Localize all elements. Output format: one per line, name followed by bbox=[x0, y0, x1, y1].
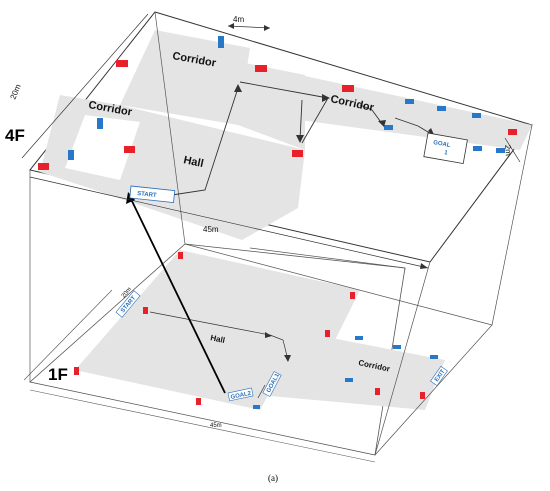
marker-blue bbox=[405, 99, 414, 104]
floor-label-1f: 1F bbox=[48, 365, 68, 384]
marker-blue bbox=[384, 125, 393, 130]
hall-upper-region bbox=[238, 62, 305, 150]
marker-red bbox=[178, 252, 183, 259]
goal-4f-label-line2: 1 bbox=[444, 150, 449, 157]
route-4f-arrowheads bbox=[234, 84, 435, 143]
marker-blue bbox=[472, 113, 481, 118]
floor-4f bbox=[29, 11, 533, 263]
room-cutout bbox=[65, 115, 140, 180]
marker-red bbox=[74, 367, 79, 375]
markers-1f bbox=[74, 252, 438, 409]
dimensions-4f bbox=[21, 13, 521, 269]
marker-red bbox=[116, 60, 128, 67]
marker-red bbox=[508, 129, 517, 135]
width-top-label: 4m bbox=[233, 15, 244, 24]
route-1f-arrowheads bbox=[265, 332, 291, 362]
marker-blue bbox=[496, 148, 505, 153]
marker-red bbox=[350, 292, 355, 299]
dimensions-1f bbox=[23, 289, 376, 463]
marker-blue bbox=[218, 36, 224, 48]
goal2-1f-label: GOAL2 bbox=[230, 391, 252, 401]
marker-blue bbox=[393, 345, 401, 349]
route-1f bbox=[149, 311, 289, 399]
marker-red bbox=[196, 398, 201, 405]
start-4f-box: START bbox=[129, 185, 176, 203]
floor-1f bbox=[29, 243, 445, 456]
marker-red bbox=[420, 392, 425, 399]
length-1f-label: 45m bbox=[210, 423, 222, 429]
marker-red bbox=[292, 150, 303, 157]
length-4f-label: 45m bbox=[203, 225, 219, 234]
dimension-arrows bbox=[228, 23, 428, 269]
projection-lines bbox=[29, 11, 533, 456]
hall-region bbox=[95, 105, 305, 240]
marker-red bbox=[325, 330, 330, 337]
start-4f-label: START bbox=[137, 191, 157, 199]
goal-4f-box: GOAL 1 bbox=[423, 132, 468, 165]
marker-blue bbox=[253, 405, 260, 409]
marker-red bbox=[375, 388, 380, 395]
marker-blue bbox=[68, 150, 74, 160]
marker-red bbox=[342, 85, 354, 92]
corridor-right-region bbox=[240, 62, 532, 150]
corridor-1f-region bbox=[260, 330, 445, 410]
hall-1f-region bbox=[75, 250, 360, 410]
marker-red bbox=[255, 65, 267, 72]
marker-blue bbox=[430, 355, 438, 359]
marker-blue bbox=[345, 378, 353, 382]
marker-red bbox=[124, 146, 135, 153]
corridor-top-region bbox=[120, 30, 250, 125]
side-4f-label: 2m bbox=[503, 144, 513, 156]
marker-red bbox=[143, 307, 148, 314]
goal-4f-label-line1: GOAL bbox=[433, 140, 451, 149]
depth-4f-label: 20m bbox=[9, 83, 23, 101]
marker-blue bbox=[473, 146, 482, 151]
marker-blue bbox=[437, 106, 446, 111]
hall-1f-label: Hall bbox=[210, 333, 226, 345]
marker-red bbox=[38, 163, 49, 170]
marker-blue bbox=[355, 336, 363, 340]
goal2-1f-box: GOAL2 bbox=[227, 387, 254, 402]
hall-4f-label: Hall bbox=[182, 154, 204, 170]
figure-caption: (a) bbox=[268, 473, 278, 483]
floor-label-4f: 4F bbox=[5, 126, 25, 145]
marker-blue bbox=[97, 118, 103, 129]
